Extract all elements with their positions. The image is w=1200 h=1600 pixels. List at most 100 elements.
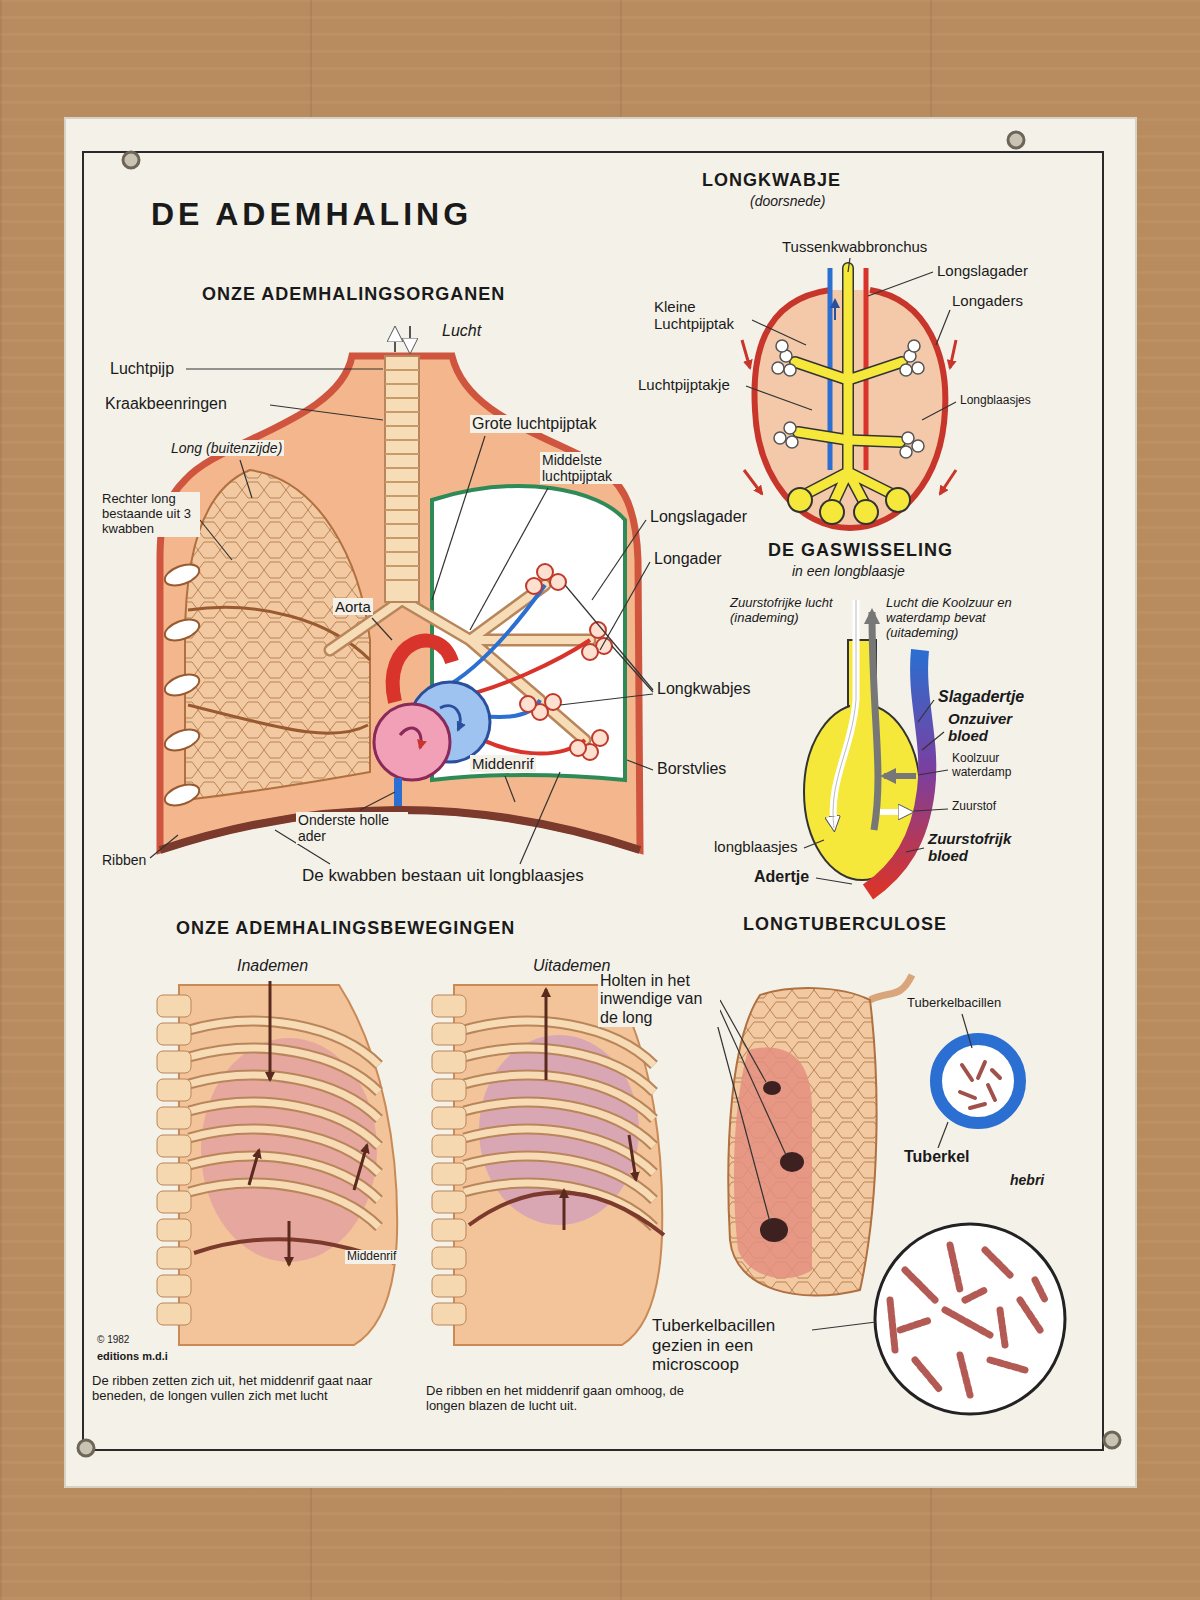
respiratory-organs-part [520,564,612,760]
microscope-view-part-part [900,1320,930,1330]
leader-lines-part [962,1014,972,1048]
lung-lobule-part [940,470,956,494]
exhale-ribcage-part [469,1192,664,1235]
leader-lines-part [752,320,806,345]
leader-lines-part [918,770,948,775]
respiratory-organs-part [330,585,590,740]
part-label: Holten in het inwendige van de long [598,972,720,1027]
leader-lines-part [470,488,548,630]
respiratory-organs-part-part [526,578,542,594]
section-heading: LONGTUBERCULOSE [741,914,949,935]
leader-lines-part [520,772,560,864]
part-label: Adertje [752,868,811,886]
tubercle-part-part [988,1085,995,1100]
lung-lobule-part [742,340,750,368]
respiratory-organs-part-part [520,696,536,712]
lung-lobule-part-part [902,432,914,444]
tubercle-part-part [992,1070,1000,1078]
exhale-ribcage [432,985,664,1345]
part-label: Borstvlies [655,760,728,778]
lung-lobule-part [744,470,762,494]
tuberculosis-lung-part [780,1152,804,1172]
respiratory-organs-part [385,370,419,580]
gas-exchange-alveolus-part [872,612,878,830]
respiratory-organs-part-part [545,694,561,710]
leader-lines-part [627,760,653,770]
part-label: Onzuiver bloed [946,710,1026,745]
inhale-ribcage-part [288,1221,291,1265]
gas-exchange-alveolus [804,600,927,892]
leader-lines-part [918,700,934,722]
lung-lobule-part-part [820,500,844,524]
gas-exchange-alveolus-part [884,773,916,779]
poster-sheet-part [1008,132,1024,148]
inhale-ribcage-part [354,1145,367,1190]
inhale-ribcage-part [269,981,272,1080]
tubercle-part-part [960,1092,975,1098]
leader-lines-part [360,792,395,810]
tuberculosis-lung-part [734,1048,812,1279]
respiratory-organs-part [440,706,460,730]
part-label: Inademen [235,957,310,975]
part-label: Koolzuur waterdamp [950,752,1030,780]
leader-lines-part [922,732,944,750]
microscope-view-part-part [890,1300,895,1350]
poster-sheet-part [1104,1432,1120,1448]
leader-lines-part [720,1010,786,1155]
microscope-view-part-part [905,1270,935,1300]
exhale-ribcage-part [464,1021,654,1227]
tubercle-part-part [978,1062,985,1078]
respiratory-organs-part-part [582,644,598,660]
respiratory-organs-part-part [550,574,566,590]
leader-lines [150,258,972,1330]
respiratory-organs-part-part [570,740,586,756]
leader-lines-part [200,520,232,560]
microscope-view-part [890,1245,1045,1395]
leader-lines-part [592,520,646,600]
leader-lines-part [150,835,178,858]
respiratory-organs-part [400,728,421,748]
part-label: Slagadertje [936,688,1026,706]
respiratory-organs-part [162,615,202,644]
lung-lobule-part [795,268,902,506]
inhale-ribcage-part [179,985,397,1345]
exhale-ribcage-part [454,985,662,1345]
tuberculosis-lung-part [763,1081,781,1095]
leader-lines-part [716,1020,770,1222]
part-label: Grote luchtpijptak [470,415,599,433]
lung-lobule-part-part [912,440,924,452]
gas-exchange-alveolus-part [833,600,856,828]
respiratory-organs-part [162,560,202,589]
lung-lobule-part-part [900,364,912,376]
microscope-view-part-part [960,1355,970,1395]
part-label: Longslagader [648,508,749,526]
part-label: Kraakbeenringen [103,395,229,413]
microscope-view [875,1224,1065,1414]
leader-lines-part [746,386,812,410]
gas-exchange-alveolus-part [880,809,910,815]
tubercle-part-part [970,1104,985,1108]
part-label: (doorsnede) [748,193,828,209]
respiratory-organs-part [162,780,202,809]
part-label: Kleine Luchtpijptak [652,298,752,333]
part-label: Long (buitenzijde) [169,440,284,456]
lung-lobule-part-part [886,488,910,512]
part-label: Tuberkelbacillen gezien in een microscoo… [650,1316,810,1375]
part-label: Onderste holle ader [296,812,408,844]
tubercle-part [936,1039,1020,1123]
respiratory-organs-part [409,326,411,350]
section-heading: ONZE ADEMHALINGSBEWEGINGEN [174,918,517,939]
microscope-view-part-part [950,1245,960,1290]
caption-text: De ribben en het middenrif gaan omhoog, … [424,1384,694,1414]
leader-lines-part [505,776,515,802]
leader-lines-part [186,368,383,369]
leader-lines-part [565,585,653,690]
part-label: Longslagader [935,262,1030,279]
respiratory-organs-part [162,670,202,699]
lung-lobule-part [950,340,956,368]
gas-exchange-alveolus-part [833,600,856,828]
microscope-view-part-part [1035,1280,1045,1300]
leader-lines-part [270,405,383,420]
inhale-ribcage-part [249,1150,259,1185]
microscope-view-part-part [915,1360,940,1390]
